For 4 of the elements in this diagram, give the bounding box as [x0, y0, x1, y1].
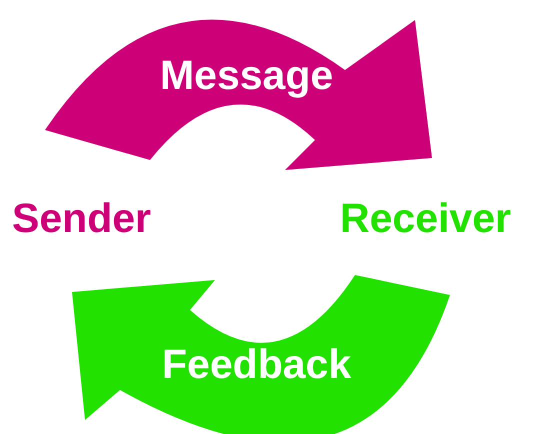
arrow-label: Feedback [162, 344, 352, 385]
role-label: Sender [12, 198, 151, 239]
role-label: Receiver [340, 198, 511, 239]
arrow-label: Message [160, 55, 334, 96]
